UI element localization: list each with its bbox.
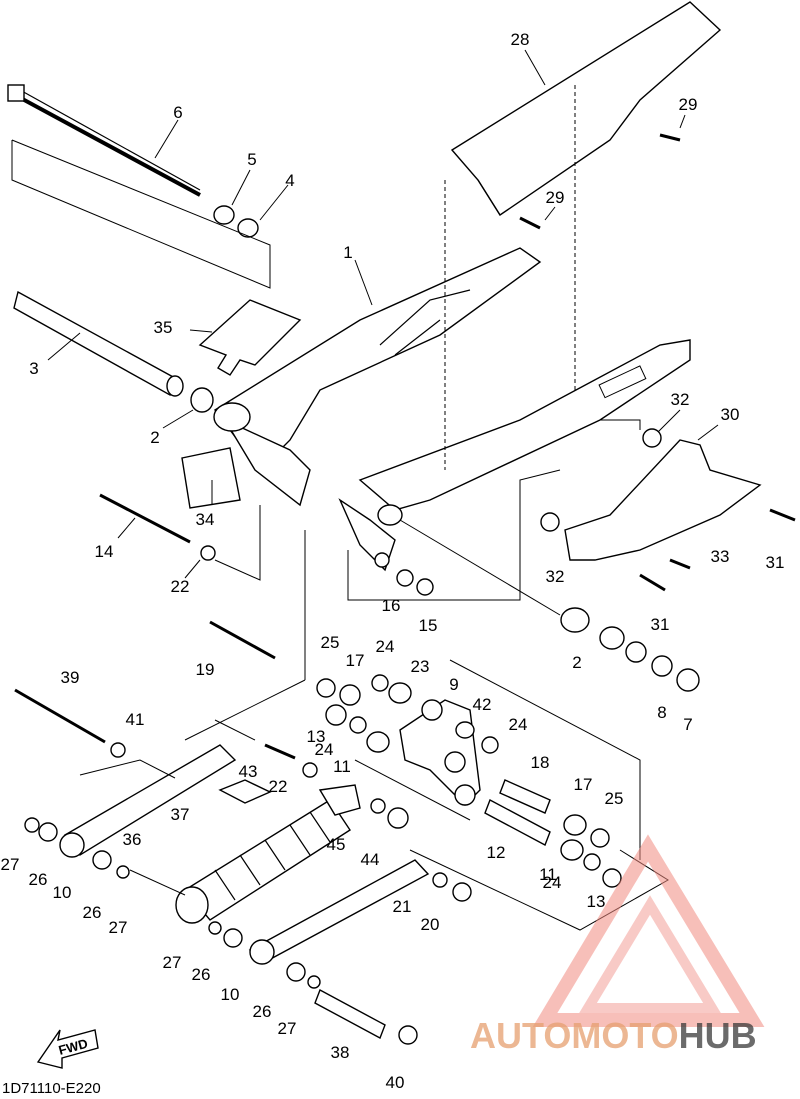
part-number-6: 6 <box>173 103 182 122</box>
chain-guard-lower <box>564 439 762 561</box>
svg-text:AUTOMOTOHUB: AUTOMOTOHUB <box>470 1015 757 1056</box>
part-number-13: 13 <box>307 727 326 746</box>
part-number-30: 30 <box>721 405 740 424</box>
part-number-29: 29 <box>679 95 698 114</box>
leader-lines <box>47 49 719 579</box>
collars <box>314 779 551 1039</box>
part-number-5: 5 <box>247 150 256 169</box>
watermark-text-1: AUTOMOTO <box>470 1015 679 1056</box>
part-number-7: 7 <box>683 715 692 734</box>
part-number-24: 24 <box>376 637 395 656</box>
connecting-rods <box>59 744 430 965</box>
watermark: AUTOMOTOHUB <box>470 834 765 1056</box>
part-number-42: 42 <box>473 695 492 714</box>
labels <box>181 299 302 804</box>
watermark-logo-outer <box>532 834 765 1027</box>
part-number-24: 24 <box>315 740 334 759</box>
bolts <box>14 133 796 760</box>
part-number-23: 23 <box>411 657 430 676</box>
part-number-18: 18 <box>531 753 550 772</box>
swingarm <box>213 247 691 572</box>
part-number-1: 1 <box>343 243 352 262</box>
part-number-11: 11 <box>333 757 351 776</box>
part-labels: 1223456789101011111213131415161717181920… <box>1 30 785 1092</box>
part-number-17: 17 <box>574 775 593 794</box>
part-number-40: 40 <box>386 1073 405 1092</box>
part-number-22: 22 <box>269 777 288 796</box>
part-number-27: 27 <box>163 953 182 972</box>
part-number-17: 17 <box>346 651 365 670</box>
fwd-arrow: FWD <box>36 1029 99 1069</box>
part-number-44: 44 <box>361 850 380 869</box>
part-number-3: 3 <box>29 359 38 378</box>
watermark-logo-inner <box>579 895 721 1013</box>
washers-bearings <box>190 205 700 692</box>
part-number-28: 28 <box>511 30 530 49</box>
part-number-22: 22 <box>171 577 190 596</box>
part-number-21: 21 <box>393 897 412 916</box>
part-number-16: 16 <box>382 596 401 615</box>
diagram-code: 1D71110-E220 <box>2 1080 101 1097</box>
part-number-26: 26 <box>192 965 211 984</box>
fwd-label: FWD <box>57 1036 89 1058</box>
part-number-27: 27 <box>1 855 20 874</box>
part-number-26: 26 <box>29 870 48 889</box>
part-number-25: 25 <box>605 789 624 808</box>
part-number-4: 4 <box>285 171 294 190</box>
part-number-43: 43 <box>239 762 258 781</box>
part-number-32: 32 <box>671 390 690 409</box>
pivot-shaft <box>7 84 201 197</box>
part-number-38: 38 <box>331 1043 350 1062</box>
part-number-33: 33 <box>711 547 730 566</box>
part-number-41: 41 <box>126 710 145 729</box>
part-number-29: 29 <box>546 188 565 207</box>
part-number-37: 37 <box>171 805 190 824</box>
part-number-31: 31 <box>651 615 670 634</box>
part-number-14: 14 <box>95 542 114 561</box>
part-number-12: 12 <box>487 843 506 862</box>
part-number-27: 27 <box>278 1019 297 1038</box>
part-number-35: 35 <box>154 318 173 337</box>
part-number-10: 10 <box>53 883 72 902</box>
part-number-24: 24 <box>543 873 562 892</box>
bushings <box>24 545 622 1045</box>
part-number-20: 20 <box>421 915 440 934</box>
pivot-collar <box>13 290 184 397</box>
part-number-13: 13 <box>587 892 606 911</box>
chain-guard <box>450 1 722 400</box>
part-number-8: 8 <box>657 703 666 722</box>
part-number-2: 2 <box>150 428 159 447</box>
part-number-31: 31 <box>766 553 785 572</box>
part-number-15: 15 <box>419 616 438 635</box>
part-number-24: 24 <box>509 715 528 734</box>
part-number-34: 34 <box>196 510 215 529</box>
part-number-26: 26 <box>253 1002 272 1021</box>
part-number-36: 36 <box>123 830 142 849</box>
part-number-45: 45 <box>327 835 346 854</box>
part-number-10: 10 <box>221 985 240 1004</box>
part-number-26: 26 <box>83 903 102 922</box>
part-number-9: 9 <box>449 675 458 694</box>
part-number-25: 25 <box>321 633 340 652</box>
watermark-text-2: HUB <box>679 1015 757 1056</box>
part-number-2: 2 <box>572 653 581 672</box>
part-number-11: 11 <box>539 865 557 884</box>
guide-lines <box>11 139 669 931</box>
part-number-27: 27 <box>109 918 128 937</box>
part-number-39: 39 <box>61 668 80 687</box>
shock-absorber <box>175 784 361 924</box>
part-number-19: 19 <box>196 660 215 679</box>
part-number-32: 32 <box>546 567 565 586</box>
